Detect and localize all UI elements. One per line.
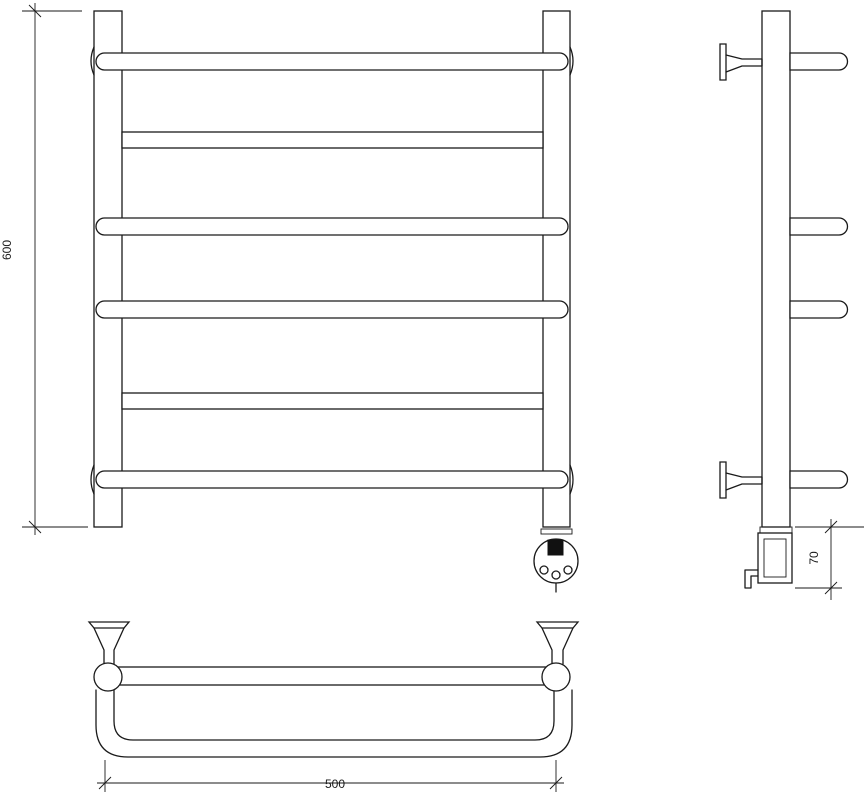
bracket-rosette-bl (90, 464, 95, 495)
side-post (761, 10, 791, 528)
bracket-rosette-tl (90, 46, 95, 76)
side-bar-3 (789, 217, 849, 236)
right-post (542, 10, 571, 528)
width-dimension-label: 500 (325, 777, 345, 791)
offset-dimension-label: 70 (807, 551, 821, 565)
bracket-rosette-tr (569, 46, 574, 76)
top-post-right (541, 662, 571, 692)
top-u-bar-outer (95, 689, 573, 758)
height-dimension-label: 600 (0, 240, 14, 260)
top-u-bar-inner (113, 689, 555, 741)
round-bar-1 (95, 52, 569, 71)
controller-knob-left (539, 565, 549, 575)
controller-knob-right (563, 565, 573, 575)
controller-knob-center (551, 570, 561, 580)
top-wall-bracket-right (535, 621, 580, 665)
round-bar-4 (95, 300, 569, 319)
heater-controller (533, 528, 579, 593)
side-bar-6 (789, 470, 849, 489)
side-bar-4 (789, 300, 849, 319)
top-post-left (93, 662, 123, 692)
side-bar-1 (789, 52, 849, 71)
offset-dimension: 70 (795, 519, 864, 600)
side-wall-bracket-top (719, 43, 763, 81)
top-wall-bracket-left (87, 621, 131, 665)
controller-display (547, 539, 564, 556)
left-post (93, 10, 123, 528)
round-bar-6 (95, 470, 569, 489)
flat-rail-5 (121, 392, 544, 410)
controller-neck (540, 528, 573, 535)
flat-rail-2 (121, 131, 544, 149)
round-bar-3 (95, 217, 569, 236)
top-view: 500 (87, 621, 580, 792)
height-dimension: 600 (0, 3, 88, 535)
side-wall-bracket-bottom (719, 461, 763, 499)
width-dimension: 500 (97, 760, 564, 792)
side-view: 70 (719, 10, 864, 600)
bracket-rosette-br (569, 464, 574, 495)
side-controller (744, 526, 793, 589)
top-flat-rail (109, 666, 559, 686)
front-view: 600 (0, 3, 579, 593)
